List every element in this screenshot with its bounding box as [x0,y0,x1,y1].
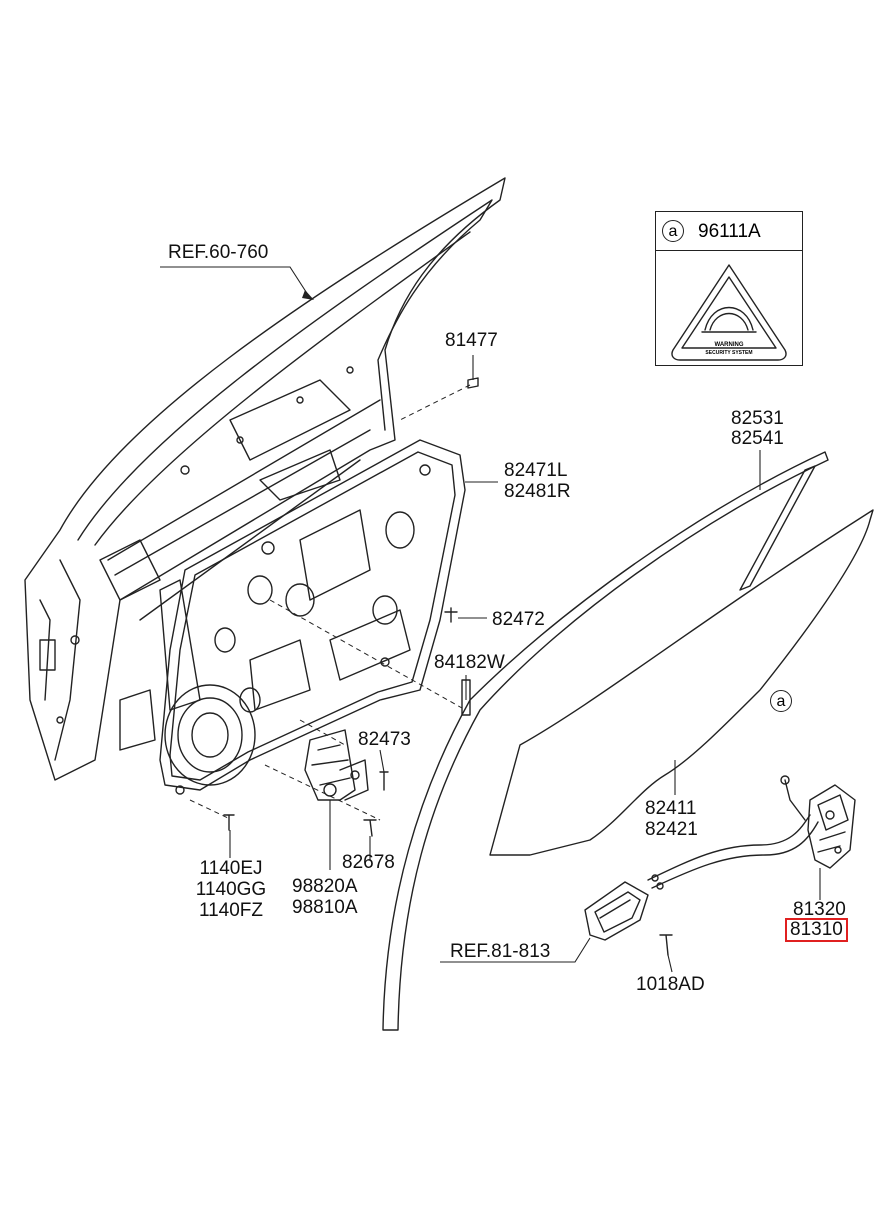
leader-lines [160,266,821,973]
door-module-panel [159,439,466,795]
dashed-lines [189,384,471,821]
warning-sticker [671,264,787,361]
door-latch [807,784,856,869]
label-1140FZ: 1140FZ [198,900,264,921]
label-82473: 82473 [358,729,411,750]
inset-marker-a: a [662,220,684,242]
door-frame [24,177,506,781]
label-ref-60-760: REF.60-760 [168,242,269,263]
label-82481R: 82481R [504,481,571,502]
label-81477: 81477 [445,330,498,351]
label-1140EJ: 1140EJ [199,858,263,879]
window-glass [489,509,874,856]
inside-handle [584,881,649,941]
label-84182W: 84182W [434,652,505,673]
inset-divider [656,250,802,251]
label-81310-highlighted: 81310 [785,918,848,942]
sticker-inset: a 96111A WARNING SECURITY SYSTEM [655,211,803,366]
label-81320: 81320 [793,899,846,920]
sticker-text-warning: WARNING [714,342,744,348]
label-82421: 82421 [645,819,698,840]
callout-marker-a: a [770,690,792,712]
label-82411: 82411 [645,798,697,819]
label-98820A: 98820A [292,876,358,897]
label-ref-81-813: REF.81-813 [450,941,551,962]
label-1140GG: 1140GG [195,879,267,900]
window-channel [382,451,829,1031]
label-82471L: 82471L [504,460,568,481]
label-82531: 82531 [731,408,784,429]
label-98810A: 98810A [292,897,358,918]
inset-part-number: 96111A [698,221,761,242]
label-82541: 82541 [731,428,784,449]
label-1018AD: 1018AD [636,974,705,995]
label-82678: 82678 [342,852,395,873]
lock-cables [647,775,819,890]
window-regulator-motor [304,729,369,801]
sticker-text-security: SECURITY SYSTEM [705,350,753,356]
fasteners [223,377,673,956]
label-82472: 82472 [492,609,545,630]
